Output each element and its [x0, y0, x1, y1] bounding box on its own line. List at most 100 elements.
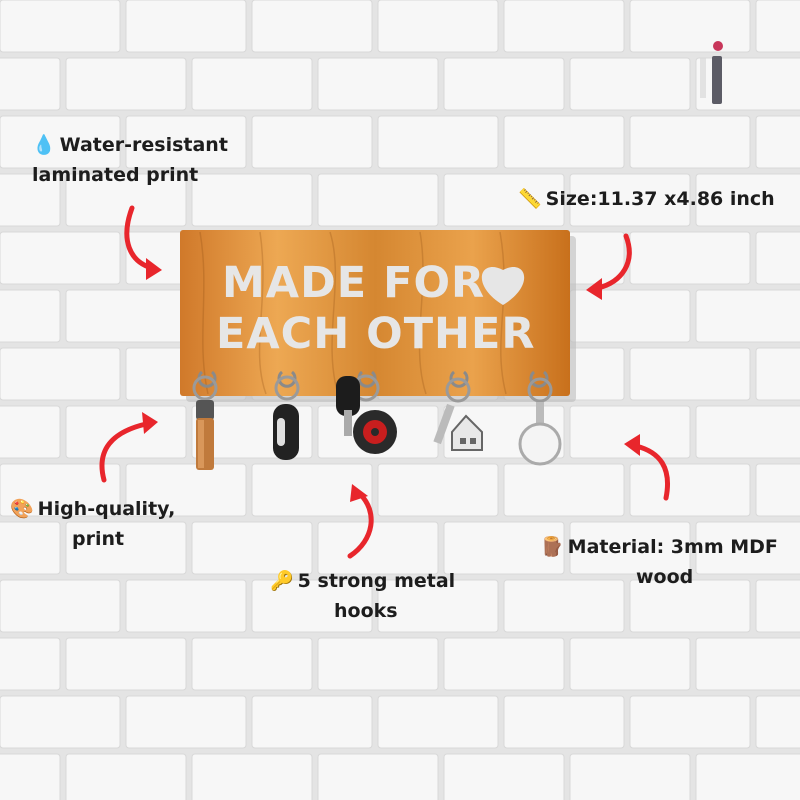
brick — [191, 753, 313, 800]
brick — [503, 0, 625, 53]
brick — [503, 579, 625, 633]
brick — [629, 231, 751, 285]
brick — [317, 405, 439, 459]
brick — [0, 637, 61, 691]
feature-metal-hooks: 🔑5 strong metal hooks — [270, 570, 456, 622]
brick — [503, 463, 625, 517]
brick — [65, 753, 187, 800]
brick — [251, 347, 373, 401]
brick — [125, 0, 247, 53]
droplet-icon: 💧 — [32, 134, 56, 156]
brick — [629, 347, 751, 401]
brick — [125, 231, 247, 285]
brick — [569, 173, 691, 227]
brick — [377, 579, 499, 633]
brick — [251, 115, 373, 169]
brick — [695, 405, 800, 459]
brick — [251, 231, 373, 285]
brick — [695, 637, 800, 691]
brick — [65, 57, 187, 111]
brick — [443, 173, 565, 227]
key-icon: 🔑 — [270, 570, 294, 592]
brick — [629, 579, 751, 633]
brick — [443, 57, 565, 111]
brick — [0, 579, 121, 633]
brick — [503, 347, 625, 401]
brick — [125, 115, 247, 169]
brick — [191, 637, 313, 691]
brick — [569, 57, 691, 111]
brick — [569, 405, 691, 459]
brick — [65, 521, 187, 575]
feature-water-resistant: 💧Water-resistant laminated print — [32, 134, 228, 186]
feature-size: 📏Size:11.37 x4.86 inch — [518, 188, 775, 210]
brick — [125, 347, 247, 401]
brick — [443, 521, 565, 575]
brick — [755, 115, 800, 169]
brick — [317, 57, 439, 111]
brick — [443, 289, 565, 343]
brick — [65, 637, 187, 691]
brick — [755, 463, 800, 517]
palette-icon: 🎨 — [10, 498, 34, 520]
brick — [65, 289, 187, 343]
brick — [317, 637, 439, 691]
brick — [569, 289, 691, 343]
brick — [755, 695, 800, 749]
brick — [0, 463, 121, 517]
brick — [0, 289, 61, 343]
brick — [377, 231, 499, 285]
brick — [695, 753, 800, 800]
brick — [503, 231, 625, 285]
brick — [377, 463, 499, 517]
brick — [695, 173, 800, 227]
brick — [629, 115, 751, 169]
brick — [377, 115, 499, 169]
brick — [191, 521, 313, 575]
brick — [695, 289, 800, 343]
feature-material: 🪵Material: 3mm MDF wood — [540, 536, 778, 588]
brick — [317, 289, 439, 343]
brick — [0, 405, 61, 459]
brick — [125, 463, 247, 517]
brick — [629, 463, 751, 517]
brick — [755, 231, 800, 285]
brick — [443, 405, 565, 459]
brick — [695, 57, 800, 111]
brick — [377, 347, 499, 401]
brick — [503, 695, 625, 749]
brick — [65, 405, 187, 459]
brick — [755, 347, 800, 401]
brick — [0, 57, 61, 111]
brick — [0, 115, 121, 169]
brick — [125, 579, 247, 633]
feature-high-quality: 🎨High-quality, print — [10, 498, 176, 550]
brick — [755, 0, 800, 53]
brick — [569, 753, 691, 800]
brick — [125, 695, 247, 749]
brand-logo — [700, 41, 723, 104]
brick — [251, 579, 373, 633]
brick — [0, 753, 61, 800]
brick — [251, 463, 373, 517]
brick — [251, 695, 373, 749]
brick — [377, 695, 499, 749]
brick — [755, 579, 800, 633]
brick — [191, 57, 313, 111]
brick — [503, 115, 625, 169]
brick — [569, 521, 691, 575]
brick — [443, 637, 565, 691]
brick — [377, 0, 499, 53]
brick — [251, 0, 373, 53]
brick — [191, 405, 313, 459]
brick — [317, 753, 439, 800]
brick — [191, 173, 313, 227]
brick — [629, 0, 751, 53]
brick — [0, 173, 61, 227]
brick — [0, 695, 121, 749]
brick — [695, 521, 800, 575]
brick — [443, 753, 565, 800]
brick — [191, 289, 313, 343]
brick — [0, 521, 61, 575]
